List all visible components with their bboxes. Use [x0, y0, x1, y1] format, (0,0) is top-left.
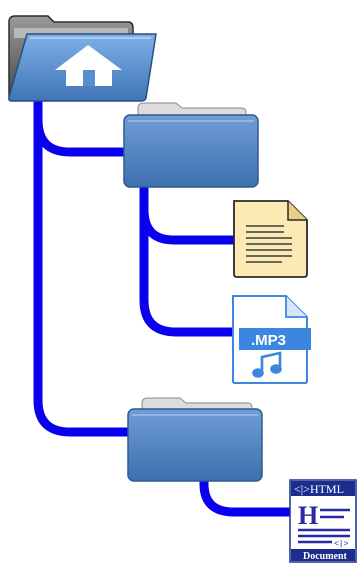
- html-document-icon[interactable]: <|>HTML H <|> Document: [289, 479, 357, 563]
- html-footer-label: Document: [303, 551, 348, 562]
- connector-folder2-html: [199, 449, 297, 517]
- connector-root-folder-1: [33, 95, 131, 157]
- html-header-label: <|>HTML: [294, 482, 344, 496]
- html-tag-label: <|>: [334, 540, 349, 549]
- folder-icon[interactable]: [123, 102, 259, 188]
- connector-folder1-mp3: [139, 205, 241, 337]
- music-note-icon: [252, 351, 282, 378]
- connector-root-folder-2: [33, 115, 135, 437]
- html-letter: H: [298, 501, 318, 530]
- mp3-label: .MP3: [251, 332, 286, 349]
- tree-connectors: [33, 95, 297, 517]
- home-folder-icon[interactable]: [8, 15, 157, 102]
- text-document-icon[interactable]: [233, 200, 308, 278]
- house-icon: [55, 45, 122, 86]
- mp3-audio-file-icon[interactable]: .MP3: [232, 295, 311, 384]
- connector-folder1-textfile: [139, 181, 239, 245]
- folder-icon[interactable]: [127, 397, 263, 482]
